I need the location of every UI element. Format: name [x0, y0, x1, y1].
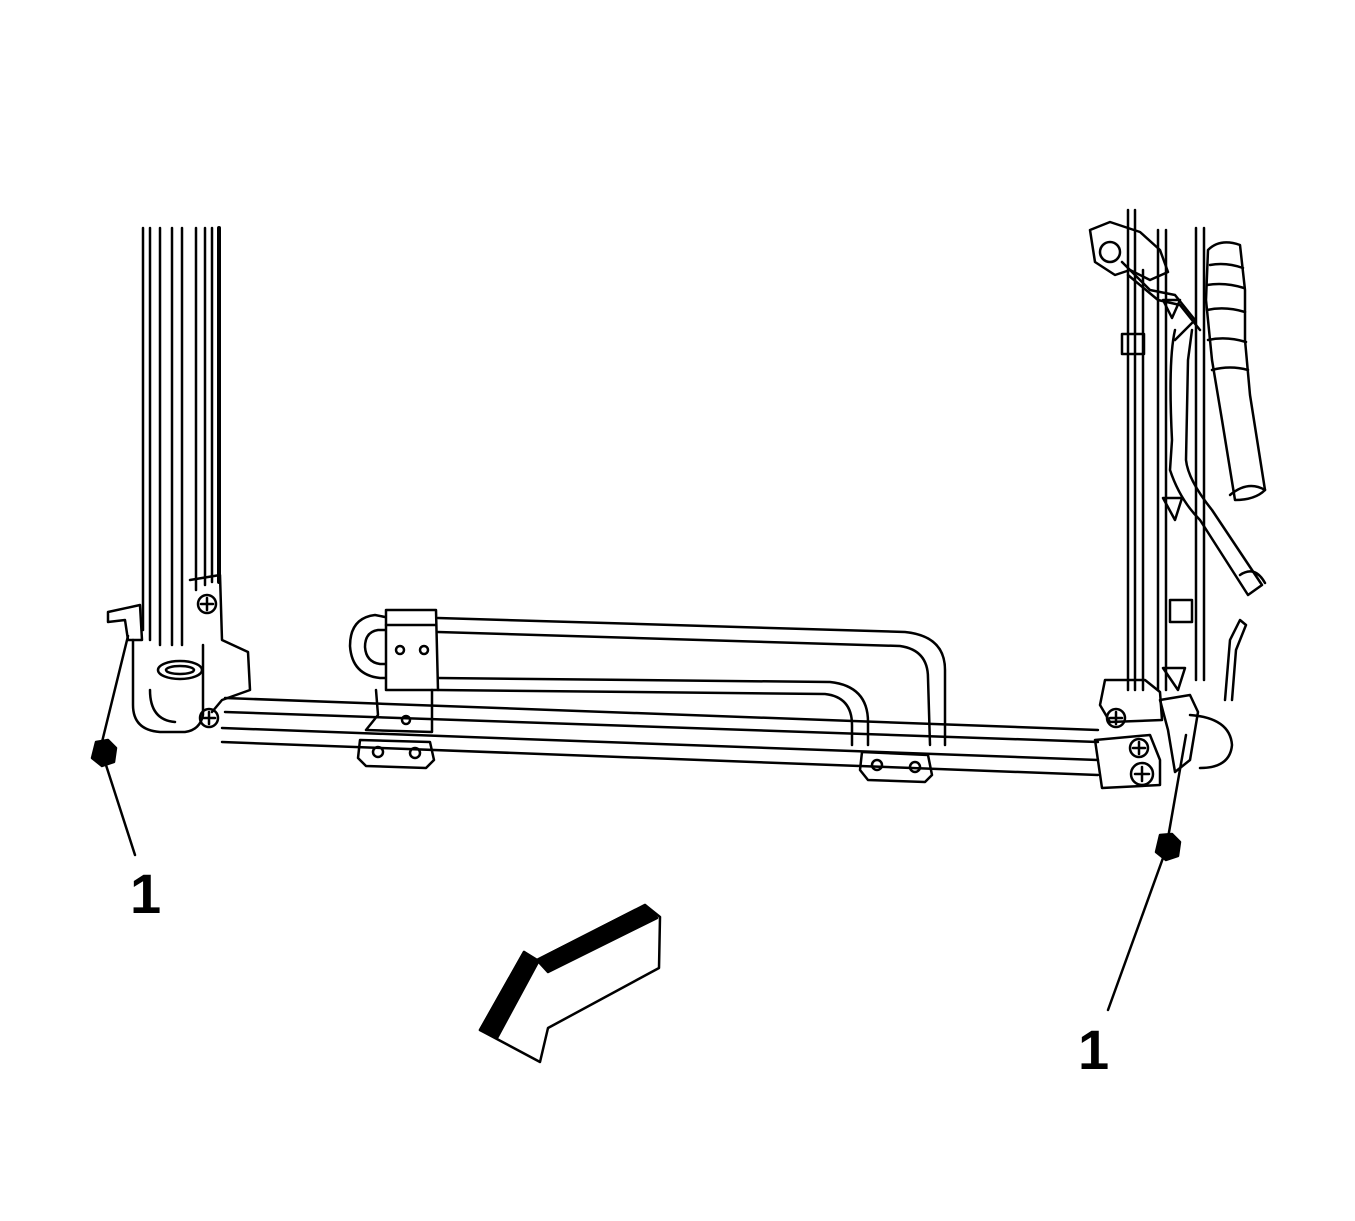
callout-leader-right	[1106, 733, 1188, 1012]
hex-nut-icon	[90, 738, 118, 768]
coolant-hoses	[1168, 241, 1267, 702]
callout-label-left: 1	[130, 862, 162, 925]
right-radiator-tank	[1088, 208, 1234, 790]
callout-leader-left	[90, 634, 137, 857]
left-radiator-tank	[106, 226, 252, 734]
hex-nut-icon	[1154, 832, 1182, 862]
front-direction-arrow-icon	[478, 903, 662, 1064]
callout-label-right: 1	[1078, 1018, 1110, 1081]
transmission-cooler-lines	[220, 608, 1100, 784]
